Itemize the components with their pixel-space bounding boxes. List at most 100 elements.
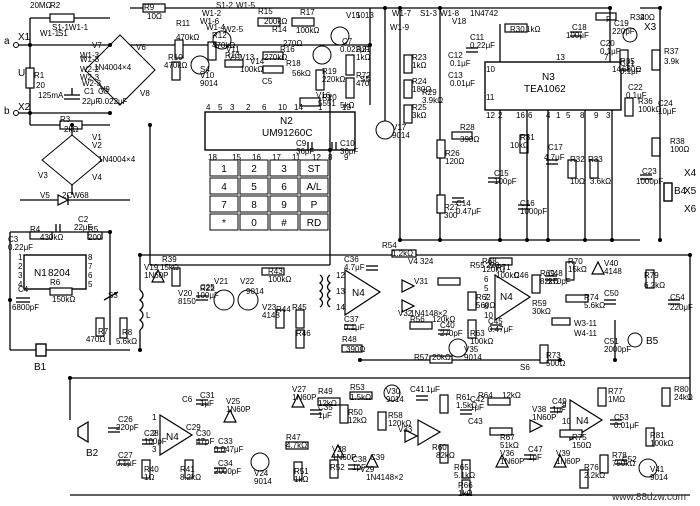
switch-transistor-section — [130, 3, 610, 150]
label-v17: V17 — [392, 123, 407, 132]
keypad-key-label-4: 4 — [221, 182, 227, 193]
resistor-r76 — [579, 469, 589, 489]
label-v18: V18 — [452, 17, 467, 26]
label-c16v: 1000pF — [520, 207, 547, 216]
keypad-key-9[interactable] — [239, 195, 269, 213]
n3-pin-b-4: 4 — [546, 111, 551, 120]
keypad-key-14[interactable] — [269, 213, 299, 231]
resistor-r8 — [119, 317, 128, 339]
keypad-key-label-5: 5 — [251, 182, 257, 193]
label-c9: C9 — [296, 139, 307, 148]
junction-dot-29 — [438, 238, 442, 242]
keypad-key-15[interactable] — [299, 213, 329, 231]
diode-v25 — [223, 408, 237, 423]
label-v16: V16 — [316, 91, 331, 100]
keypad-key-11[interactable] — [299, 195, 329, 213]
label-r74v: 5.6kΩ — [584, 301, 605, 310]
label-r12: R12 — [212, 31, 227, 40]
switch-s3[interactable] — [103, 291, 119, 301]
ic-n4b-name: N4 — [166, 432, 179, 443]
label-c6: C6 — [182, 395, 193, 404]
label-r51: R51 — [294, 467, 309, 476]
label-c48: C48 — [548, 269, 563, 278]
label-v25: V25 — [226, 397, 241, 406]
keypad-key-2[interactable] — [269, 159, 299, 177]
label-r18: R18 — [286, 59, 301, 68]
keypad-key-label-1: 2 — [251, 164, 257, 175]
label-r59: R59 — [532, 299, 547, 308]
keypad-key-label-14: # — [281, 218, 287, 229]
label-r15: R15 — [258, 7, 273, 16]
resistor-r37 — [651, 49, 661, 71]
keypad-key-label-6: 6 — [281, 182, 287, 193]
transistor-v41 — [638, 458, 658, 478]
label-v38: V38 — [532, 405, 547, 414]
keypad-key-10[interactable] — [269, 195, 299, 213]
label-r55v: 220 — [486, 261, 500, 270]
label-r49: R49 — [318, 387, 333, 396]
junction-dot-19 — [138, 348, 142, 352]
label-w311: W3-11 — [574, 319, 598, 328]
keypad-key-12[interactable] — [209, 213, 239, 231]
label-r24: R24 — [412, 77, 427, 86]
n3-pin-10: 10 — [486, 65, 495, 74]
terminal-b-label: b — [4, 106, 10, 117]
label-c25v: 100μF — [196, 291, 219, 300]
keypad-key-7[interactable] — [299, 177, 329, 195]
keypad-key-8[interactable] — [209, 195, 239, 213]
n3-pin-b-2: 2 — [498, 111, 503, 120]
speaker-b2 — [77, 420, 89, 444]
label-c33v: 0.047μF — [214, 445, 244, 454]
keypad-key-label-15: RD — [307, 218, 321, 229]
label-v12: V12 — [228, 53, 243, 62]
label-r77v: 1MΩ — [608, 395, 625, 404]
resistor-r63 — [467, 319, 477, 339]
transistor-v11 — [212, 30, 232, 50]
keypad-key-1[interactable] — [239, 159, 269, 177]
label-v10v: 9014 — [200, 79, 218, 88]
label-r52: R52 — [330, 463, 345, 472]
terminal-a-label: a — [4, 36, 10, 47]
junction-dot-25 — [608, 6, 612, 10]
label-r72: R72 — [356, 71, 371, 80]
label-s3: S3 — [108, 291, 118, 300]
resistor-r58 — [377, 411, 387, 431]
keypad-key-4[interactable] — [209, 177, 239, 195]
junction-dot-21 — [8, 298, 12, 302]
junction-dot-23 — [583, 238, 587, 242]
label-c49: C49 — [552, 397, 567, 406]
label-c53: C53 — [614, 413, 629, 422]
label-w11: W1-1 — [40, 29, 60, 38]
label-r8v: 5.6kΩ — [116, 337, 137, 346]
n3-pin-13: 13 — [556, 53, 565, 62]
transistor-v30 — [383, 384, 401, 402]
resistor-r15 — [257, 17, 281, 27]
label-v39: V39 — [556, 449, 571, 458]
label-w3: W1-3 — [80, 55, 100, 64]
label-c3: C3 — [8, 235, 19, 244]
label-c21v: 0.1μF — [620, 67, 641, 76]
keypad-key-3[interactable] — [299, 159, 329, 177]
label-r27v: 300 — [444, 211, 458, 220]
label-v22v: 9014 — [246, 287, 264, 296]
label-r57v: 20kΩ — [432, 353, 451, 362]
label-v35: V35 — [464, 345, 479, 354]
ring-detect-section — [69, 377, 690, 496]
keypad-key-6[interactable] — [269, 177, 299, 195]
label-v30v: 9014 — [386, 395, 404, 404]
keypad-key-5[interactable] — [239, 177, 269, 195]
label-v32v: 1N4148×2 — [410, 309, 448, 318]
label-v18v: 1N4742 — [470, 9, 499, 18]
resistor-r30 — [504, 23, 528, 33]
ic-n4d-name: N4 — [576, 416, 589, 427]
label-r41v: 8.2kΩ — [180, 473, 201, 482]
label-c10v: 36pF — [340, 147, 358, 156]
junction-dot-1 — [28, 111, 32, 115]
label-r38v: 100Ω — [670, 145, 689, 154]
keypad-key-0[interactable] — [209, 159, 239, 177]
terminal-x2-label: X2 — [18, 102, 31, 113]
n4a-pin-13: 13 — [336, 287, 345, 296]
earpiece-x3 — [622, 27, 638, 43]
label-c2: C2 — [78, 215, 89, 224]
keypad-key-13[interactable] — [239, 213, 269, 231]
